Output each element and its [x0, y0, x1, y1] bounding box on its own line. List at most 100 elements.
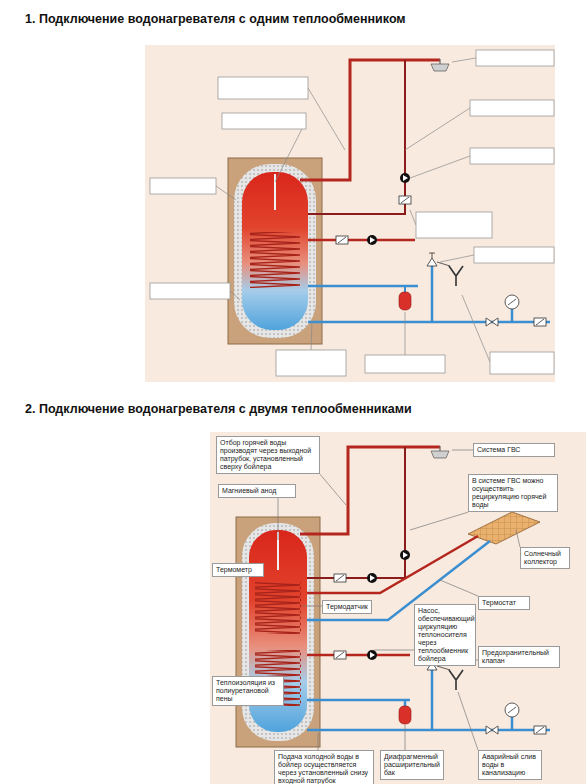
leader-line — [462, 295, 490, 362]
expansion-tank — [399, 292, 411, 310]
leader-line — [440, 580, 478, 596]
check-valve-symbol — [334, 574, 346, 582]
pump-symbol — [400, 173, 410, 183]
coil-supply-pipe — [308, 239, 415, 242]
leader-line — [405, 108, 470, 150]
callout-text: Магниевый анод — [222, 487, 292, 495]
cold-water-pipe — [308, 264, 550, 322]
callout-box: В системе ГВС можно осуществить рециркул… — [468, 474, 558, 512]
drain-link — [437, 262, 450, 266]
recirculation-pipe — [307, 447, 405, 578]
boiler-casing — [236, 517, 320, 747]
heat-exchanger-coil — [250, 232, 300, 288]
drain-funnel — [449, 670, 463, 690]
empty-callout-box — [150, 50, 554, 376]
boiler-vessel — [242, 172, 308, 330]
expansion-branch — [404, 286, 406, 292]
leader-line — [405, 312, 406, 355]
section-heading: 1. Подключение водонагревателя с одним т… — [25, 12, 406, 26]
tap-symbol — [431, 59, 449, 71]
pump-symbol — [367, 573, 377, 583]
callout-box: Система ГВС — [473, 443, 555, 457]
scheme-two — [210, 432, 586, 784]
empty-callout-box — [416, 212, 492, 238]
callout-box: Термодатчик — [322, 600, 372, 614]
recirculation-pipe — [308, 60, 405, 214]
leader-line — [410, 512, 468, 530]
drain-funnel — [449, 266, 463, 286]
boiler-casing — [228, 158, 322, 344]
coil-supply-pipe — [307, 654, 410, 657]
callout-text: Теплоизоляция из полиуретановой пены — [216, 679, 280, 703]
empty-callout-box — [474, 247, 554, 263]
leader-line — [308, 88, 345, 150]
leader-line — [374, 650, 414, 651]
insulation — [234, 164, 316, 338]
leader-line — [405, 725, 406, 750]
leader-line — [311, 322, 312, 350]
leader-line — [410, 210, 416, 225]
coil-return-pipe — [308, 285, 418, 288]
callout-text: Предохранительный клапан — [482, 649, 556, 665]
pump-symbol — [367, 650, 377, 660]
solar-collector — [468, 512, 540, 544]
hot-water-pipe — [300, 60, 440, 180]
check-valve-symbol — [399, 196, 411, 204]
leader-line — [230, 291, 240, 300]
callout-box: Солнечный коллектор — [520, 547, 570, 569]
callout-text: Диафрагменный расширительный бак — [384, 753, 440, 777]
callout-text: Солнечный коллектор — [524, 550, 566, 566]
shutoff-valve-symbol — [486, 726, 498, 734]
empty-callout-box — [150, 283, 230, 299]
callout-box: Диафрагменный расширительный бак — [380, 750, 444, 780]
leader-line — [452, 58, 476, 62]
coil-return-pipe — [307, 700, 410, 706]
callout-text: Насос, обеспечивающий циркуляцию теплоно… — [418, 607, 472, 663]
leader-line — [440, 255, 474, 262]
upper-heat-exchanger-coil — [255, 582, 301, 634]
check-valve-symbol — [534, 318, 546, 326]
leader-line — [458, 692, 478, 750]
leader-line — [278, 498, 279, 540]
leader-line — [452, 450, 473, 451]
callout-box: Термостат — [478, 596, 530, 610]
callout-box: Отбор горячей воды производят через выхо… — [216, 436, 320, 474]
callout-text: Термостат — [482, 599, 526, 607]
callout-text: Подача холодной воды в бойлер осуществля… — [278, 753, 370, 784]
leader-line — [318, 733, 319, 750]
hot-water-pipe — [300, 447, 440, 534]
scheme-one — [145, 45, 555, 382]
callout-text: Отбор горячей воды производят через выхо… — [220, 439, 316, 471]
solar-supply-pipe — [307, 536, 478, 593]
empty-callout-box — [470, 100, 554, 116]
leader-line — [320, 474, 346, 505]
pressure-gauge — [505, 703, 519, 717]
callout-box: Насос, обеспечивающий циркуляцию теплоно… — [414, 604, 476, 666]
drain-link — [437, 666, 450, 670]
expansion-tank — [399, 706, 411, 724]
panel-ground — [210, 432, 586, 784]
callout-text: Аварийный слив воды в канализацию — [482, 753, 538, 777]
callout-text: Термометр — [216, 566, 260, 574]
empty-callout-box — [476, 50, 554, 66]
shutoff-valve-symbol — [486, 318, 498, 326]
callout-box: Теплоизоляция из полиуретановой пены — [212, 676, 284, 706]
callout-text: Система ГВС — [477, 446, 551, 454]
empty-callout-box — [470, 148, 554, 164]
leader-line — [216, 58, 490, 362]
check-valve-symbol — [336, 236, 348, 244]
leader-line — [516, 530, 520, 547]
pressure-gauge — [505, 295, 519, 309]
check-valve-symbol — [334, 651, 346, 659]
pump-symbol — [367, 235, 377, 245]
leader-line — [216, 186, 236, 200]
tap-symbol — [431, 446, 449, 458]
empty-callout-box — [365, 355, 445, 373]
pump-symbol — [400, 550, 410, 560]
empty-callout-box — [150, 178, 216, 194]
callout-box: Подача холодной воды в бойлер осуществля… — [274, 750, 374, 784]
callout-box: Магниевый анод — [218, 484, 296, 498]
callout-text: Термодатчик — [326, 603, 368, 611]
cold-water-pipe — [307, 668, 550, 730]
leader-line — [275, 121, 306, 182]
